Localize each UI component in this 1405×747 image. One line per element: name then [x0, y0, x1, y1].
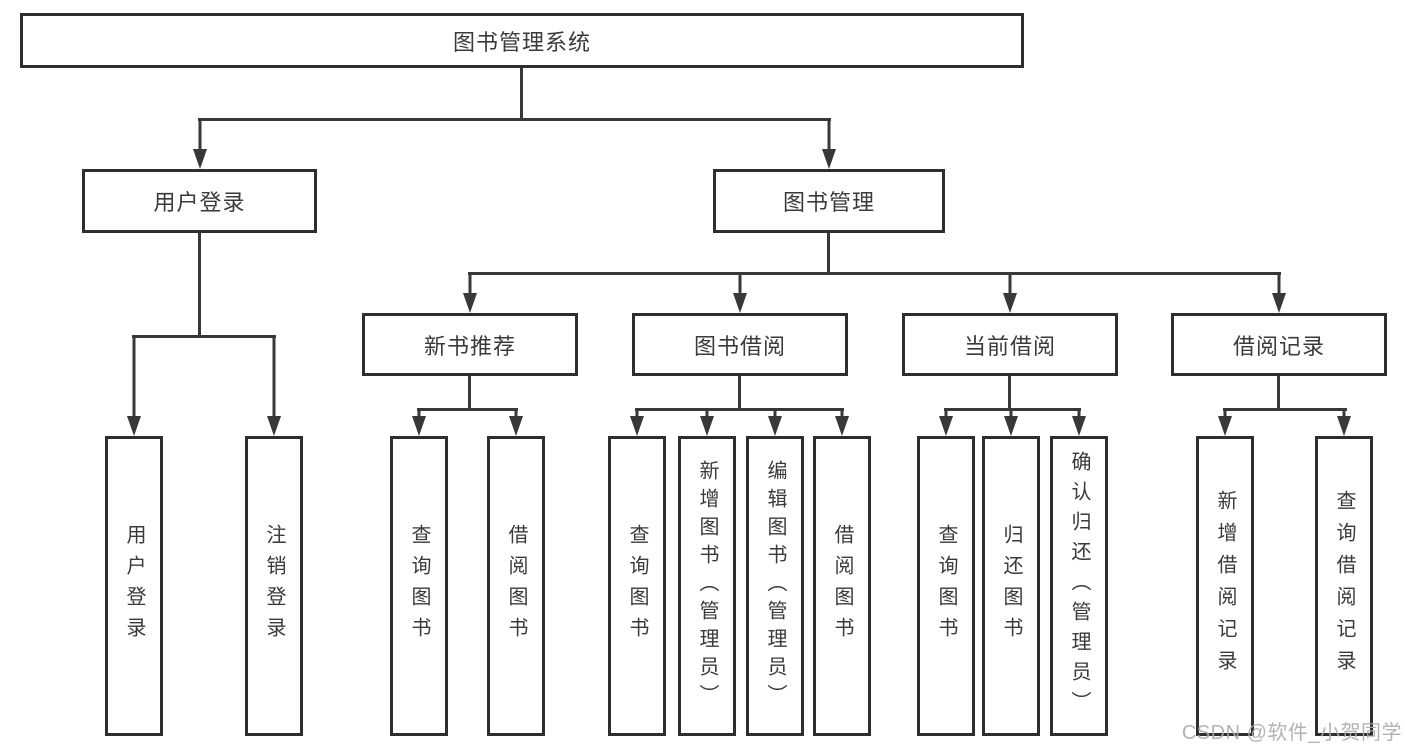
node-borrow-records: 借阅记录	[1171, 313, 1387, 376]
connector-stem-current-borrow	[1008, 376, 1011, 411]
node-label: 新增借阅记录	[1214, 490, 1236, 682]
node-label: 查询借阅记录	[1333, 490, 1355, 682]
leaf-user-login: 用户登录	[105, 436, 163, 736]
node-label: 图书管理系统	[452, 29, 591, 55]
arrow-down-icon	[768, 408, 783, 436]
leaf-query-books-recommend: 查询图书	[390, 436, 448, 736]
arrow-down-icon	[700, 408, 715, 436]
leaf-logout: 注销登录	[245, 436, 303, 736]
arrow-down-icon	[1272, 272, 1287, 313]
leaf-query-books-current: 查询图书	[917, 436, 975, 736]
node-label: 确认归还（管理员）	[1068, 451, 1090, 721]
leaf-add-book-admin: 新增图书（管理员）	[678, 436, 736, 736]
node-label: 查询图书	[408, 524, 430, 648]
node-label: 借阅图书	[831, 524, 853, 648]
node-book-management: 图书管理	[713, 169, 945, 233]
arrow-down-icon	[267, 335, 282, 436]
leaf-query-books-borrow: 查询图书	[608, 436, 666, 736]
node-label: 借阅记录	[1232, 333, 1325, 359]
node-label: 图书借阅	[693, 333, 786, 359]
arrow-down-icon	[822, 118, 837, 169]
node-label: 新书推荐	[423, 333, 516, 359]
arrow-down-icon	[193, 118, 208, 169]
connector-stem-new-book	[468, 376, 471, 411]
connector-bar-borrow-records	[1223, 408, 1347, 411]
connector-stem-book-management	[827, 233, 830, 275]
arrow-down-icon	[835, 408, 850, 436]
arrow-down-icon	[1004, 408, 1019, 436]
leaf-return-books: 归还图书	[982, 436, 1040, 736]
leaf-edit-book-admin: 编辑图书（管理员）	[746, 436, 804, 736]
connector-stem-user-login	[198, 233, 201, 338]
leaf-query-borrow-record: 查询借阅记录	[1315, 436, 1373, 736]
arrow-down-icon	[412, 408, 427, 436]
arrow-down-icon	[127, 335, 142, 436]
node-label: 新增图书（管理员）	[696, 460, 718, 712]
leaf-confirm-return-admin: 确认归还（管理员）	[1050, 436, 1108, 736]
arrow-down-icon	[630, 408, 645, 436]
leaf-borrow-books-borrow: 借阅图书	[813, 436, 871, 736]
connector-bar-root	[198, 118, 831, 121]
node-new-book-recommend: 新书推荐	[362, 313, 578, 376]
csdn-watermark: CSDN @软件_小贺同学	[1181, 722, 1402, 744]
connector-bar-book-borrow	[635, 408, 844, 411]
arrow-down-icon	[1218, 408, 1233, 436]
connector-stem-borrow-records	[1277, 376, 1280, 411]
node-label: 图书管理	[782, 190, 875, 215]
node-library-management-system: 图书管理系统	[20, 13, 1024, 68]
node-current-borrow: 当前借阅	[902, 313, 1118, 376]
arrow-down-icon	[1072, 408, 1087, 436]
connector-bar-book-management	[468, 272, 1281, 275]
node-label: 借阅图书	[505, 524, 527, 648]
connector-bar-user-login	[132, 335, 276, 338]
node-label: 用户登录	[123, 524, 145, 648]
arrow-down-icon	[1003, 272, 1018, 313]
arrow-down-icon	[463, 272, 478, 313]
node-label: 编辑图书（管理员）	[764, 460, 786, 712]
node-label: 用户登录	[153, 190, 246, 215]
arrow-down-icon	[509, 408, 524, 436]
arrow-down-icon	[1337, 408, 1352, 436]
leaf-borrow-books-recommend: 借阅图书	[487, 436, 545, 736]
arrow-down-icon	[733, 272, 748, 313]
connector-bar-new-book	[417, 408, 518, 411]
node-label: 注销登录	[263, 524, 285, 648]
node-label: 当前借阅	[963, 333, 1056, 359]
connector-stem-book-borrow	[738, 376, 741, 411]
arrow-down-icon	[939, 408, 954, 436]
node-label: 查询图书	[626, 524, 648, 648]
node-book-borrow: 图书借阅	[632, 313, 848, 376]
node-user-login: 用户登录	[82, 169, 317, 233]
node-label: 查询图书	[935, 524, 957, 648]
leaf-add-borrow-record: 新增借阅记录	[1196, 436, 1254, 736]
node-label: 归还图书	[1000, 524, 1022, 648]
connector-stem-root	[520, 68, 523, 121]
